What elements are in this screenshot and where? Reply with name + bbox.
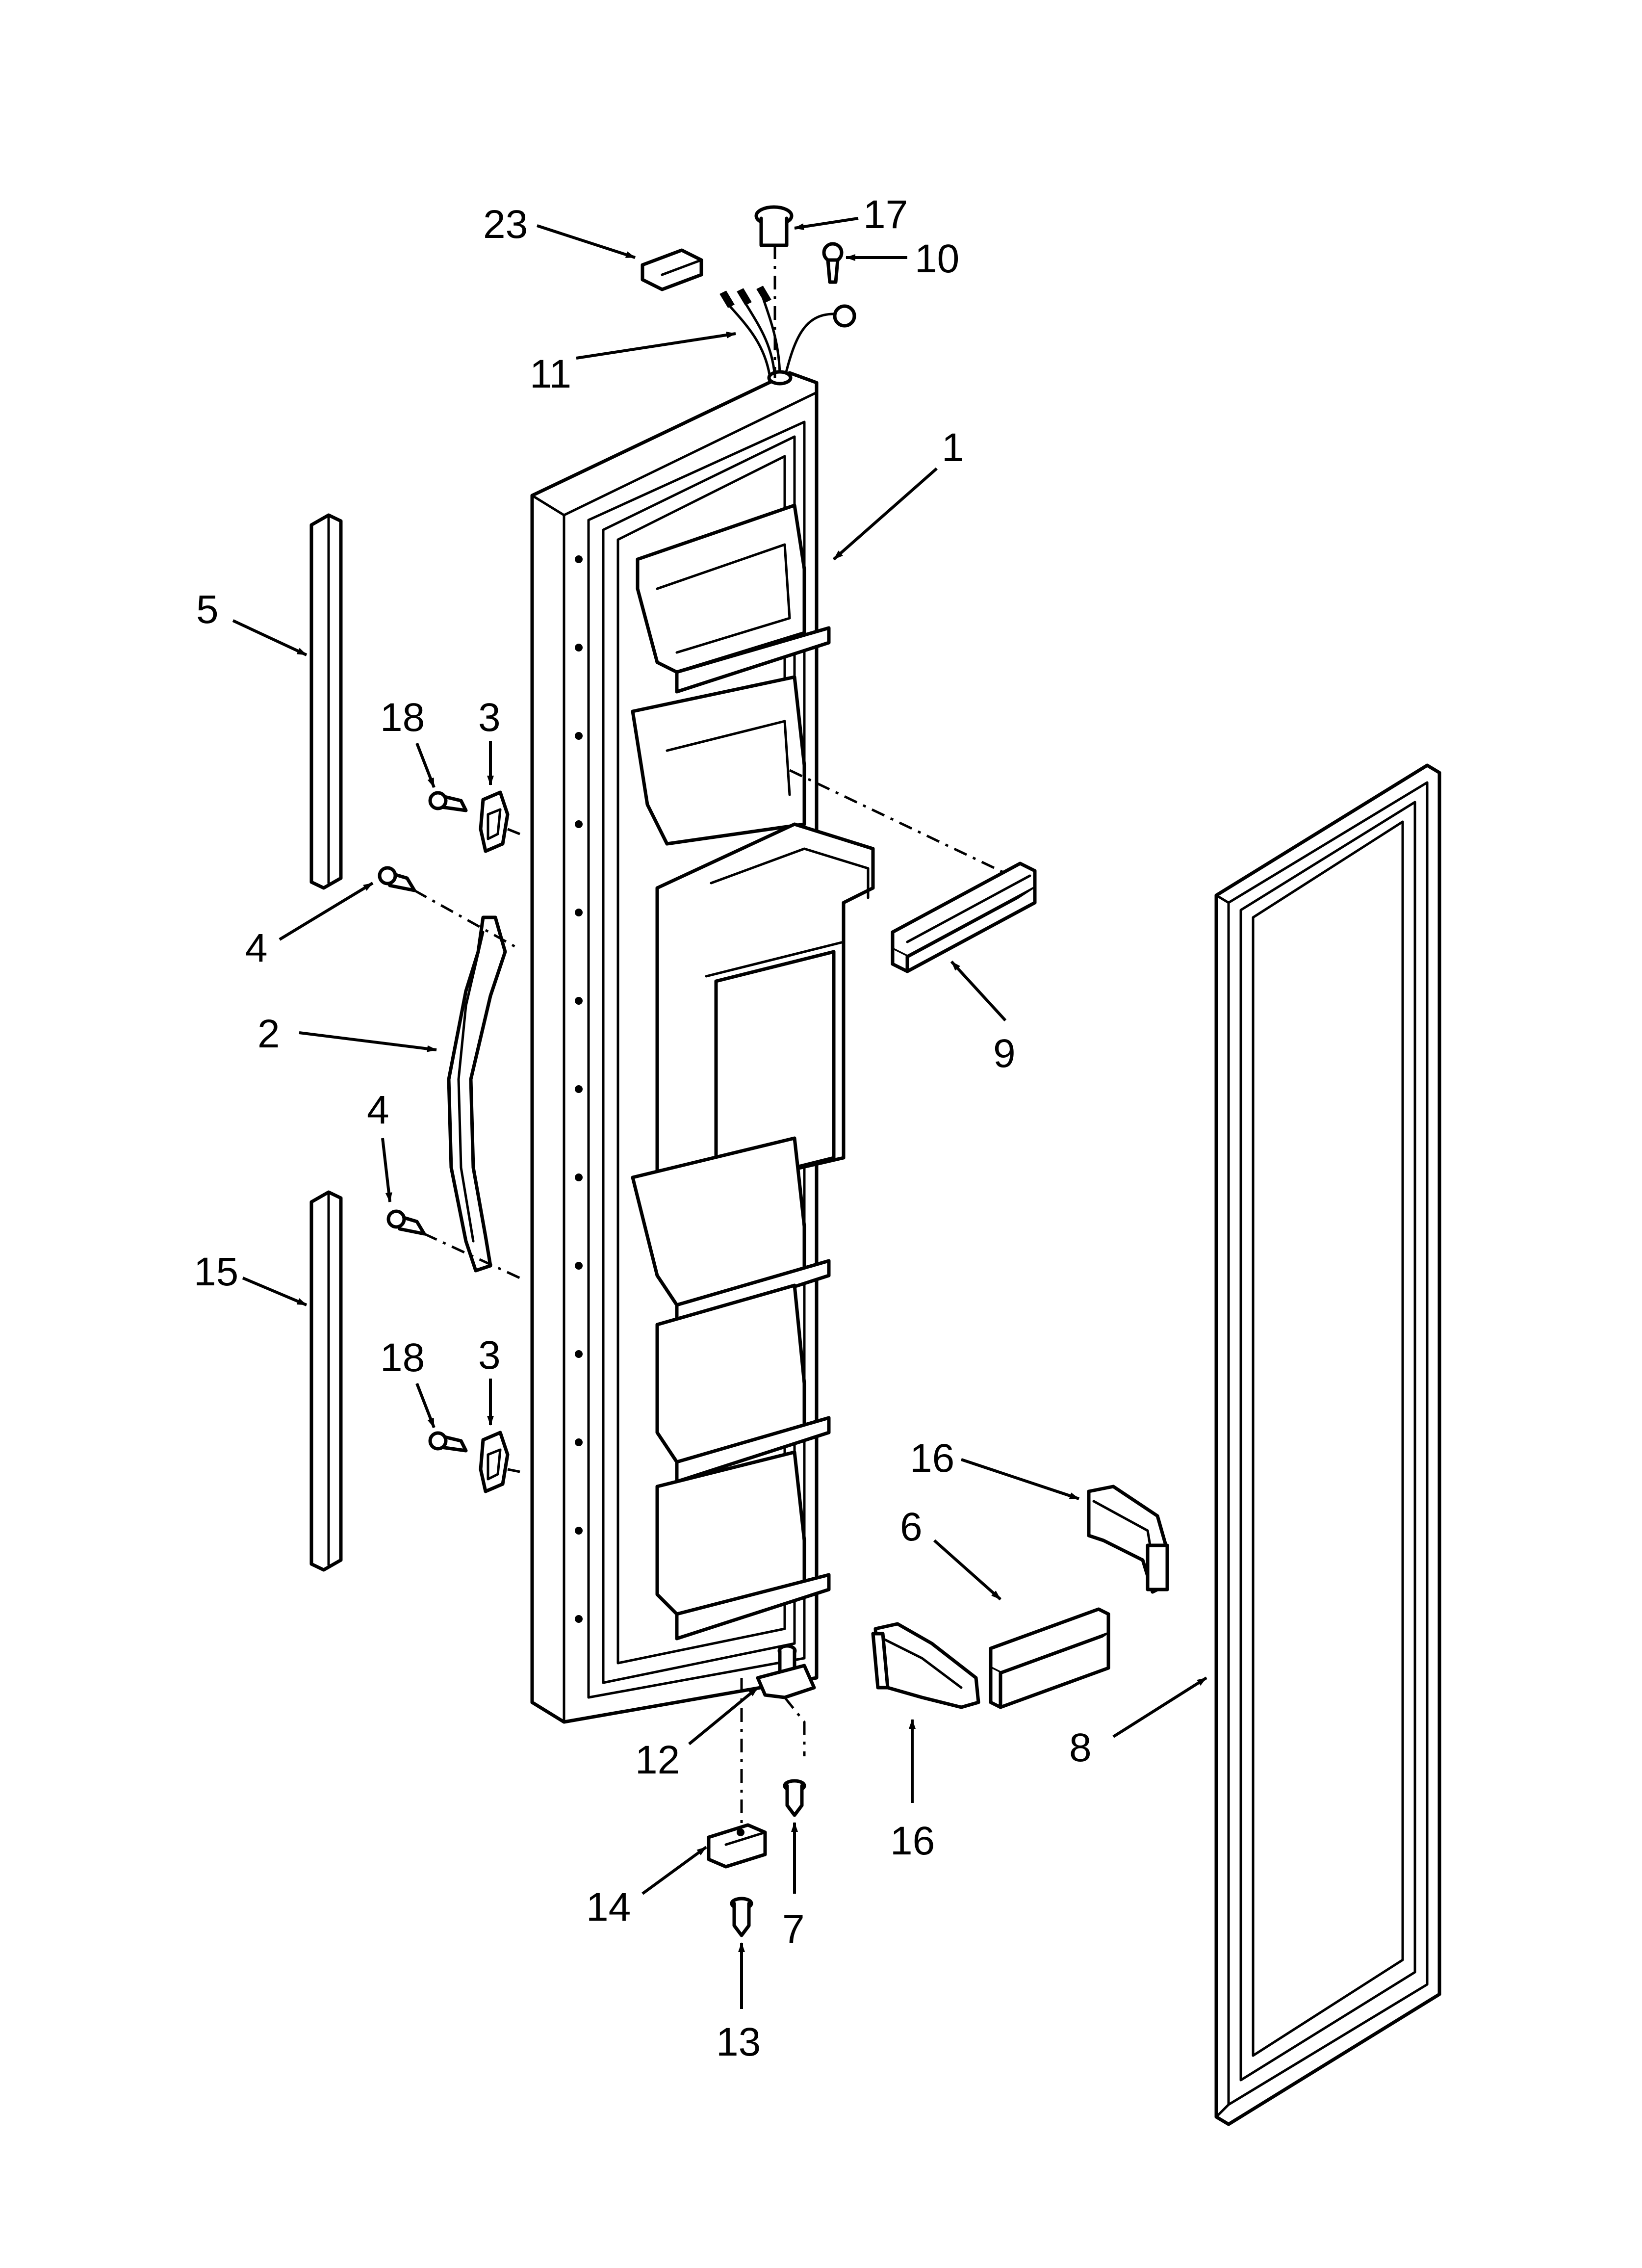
shelf-bracket-lower [871,1622,980,1709]
shelf-bracket-upper [1087,1485,1169,1594]
callout-8: 8 [1069,1676,1207,1770]
shelf-trim [989,1607,1110,1709]
hinge-screw [783,1779,806,1817]
callout-12-label: 12 [635,1738,680,1782]
callout-8-label: 8 [1069,1725,1092,1770]
callout-18-upper-label: 18 [380,695,425,740]
callout-23: 23 [483,202,636,259]
callout-18-upper: 18 [380,695,436,788]
door-rivet-row [575,555,583,1623]
bracket-screw-lower [428,1431,468,1453]
callout-18-lower: 18 [380,1335,436,1429]
callout-15: 15 [194,1250,308,1306]
freezer-door-assembly [530,371,875,1724]
callout-3-upper: 3 [478,695,501,785]
callout-13-label: 13 [716,2020,761,2064]
callout-6-label: 6 [900,1505,923,1549]
callout-3-lower: 3 [478,1333,501,1426]
callout-16-lower-label: 16 [890,1819,935,1863]
ground-screw [822,242,844,284]
callout-16-upper: 16 [910,1436,1079,1500]
wire-harness [719,286,856,386]
callout-7: 7 [782,1822,805,1952]
callout-5-label: 5 [196,587,219,632]
callout-4-lower: 4 [367,1088,392,1202]
callout-6: 6 [900,1505,1001,1601]
callout-16-lower: 16 [890,1719,935,1863]
lower-trim-strip [309,1190,343,1572]
handle-screw-upper [378,866,416,892]
callout-7-label: 7 [782,1907,805,1952]
dispenser-channel [891,861,1037,973]
callout-18-lower-label: 18 [380,1335,425,1380]
block-screw [730,1897,753,1937]
callout-10: 10 [846,236,959,281]
callout-5: 5 [196,587,308,656]
callout-17-label: 17 [863,192,908,237]
callout-1-label: 1 [942,425,964,470]
door-gasket [1214,763,1441,2126]
door-plug [754,205,794,247]
upper-trim-strip [309,513,343,890]
callout-16-upper-label: 16 [910,1436,954,1481]
callout-14-label: 14 [586,1885,631,1929]
callout-9-label: 9 [993,1031,1016,1076]
callout-17: 17 [794,192,908,237]
callout-10-label: 10 [915,236,959,281]
callout-3-upper-label: 3 [478,695,501,740]
callout-12: 12 [635,1686,759,1782]
callout-13: 13 [716,1942,761,2064]
handle-bracket-upper [479,790,510,853]
callout-11-label: 11 [530,352,571,396]
callout-3-lower-label: 3 [478,1333,501,1378]
handle-bracket-lower [479,1431,510,1493]
handle-screw-lower [386,1209,426,1236]
callout-2-label: 2 [257,1012,280,1056]
door-handle [447,915,507,1273]
lower-hinge [756,1644,816,1699]
hinge-block [707,1823,767,1869]
callout-1: 1 [833,425,964,561]
callout-14: 14 [586,1846,707,1929]
callout-23-label: 23 [483,202,528,247]
callout-4-lower-label: 4 [367,1088,389,1132]
wire-connector [641,248,703,291]
callout-4-upper: 4 [245,882,374,970]
callout-4-upper-label: 4 [245,926,268,970]
callout-11: 11 [530,331,736,396]
callout-15-label: 15 [194,1250,238,1294]
callout-2: 2 [257,1012,437,1056]
callout-9: 9 [950,960,1016,1076]
bracket-screw-upper [428,791,468,812]
